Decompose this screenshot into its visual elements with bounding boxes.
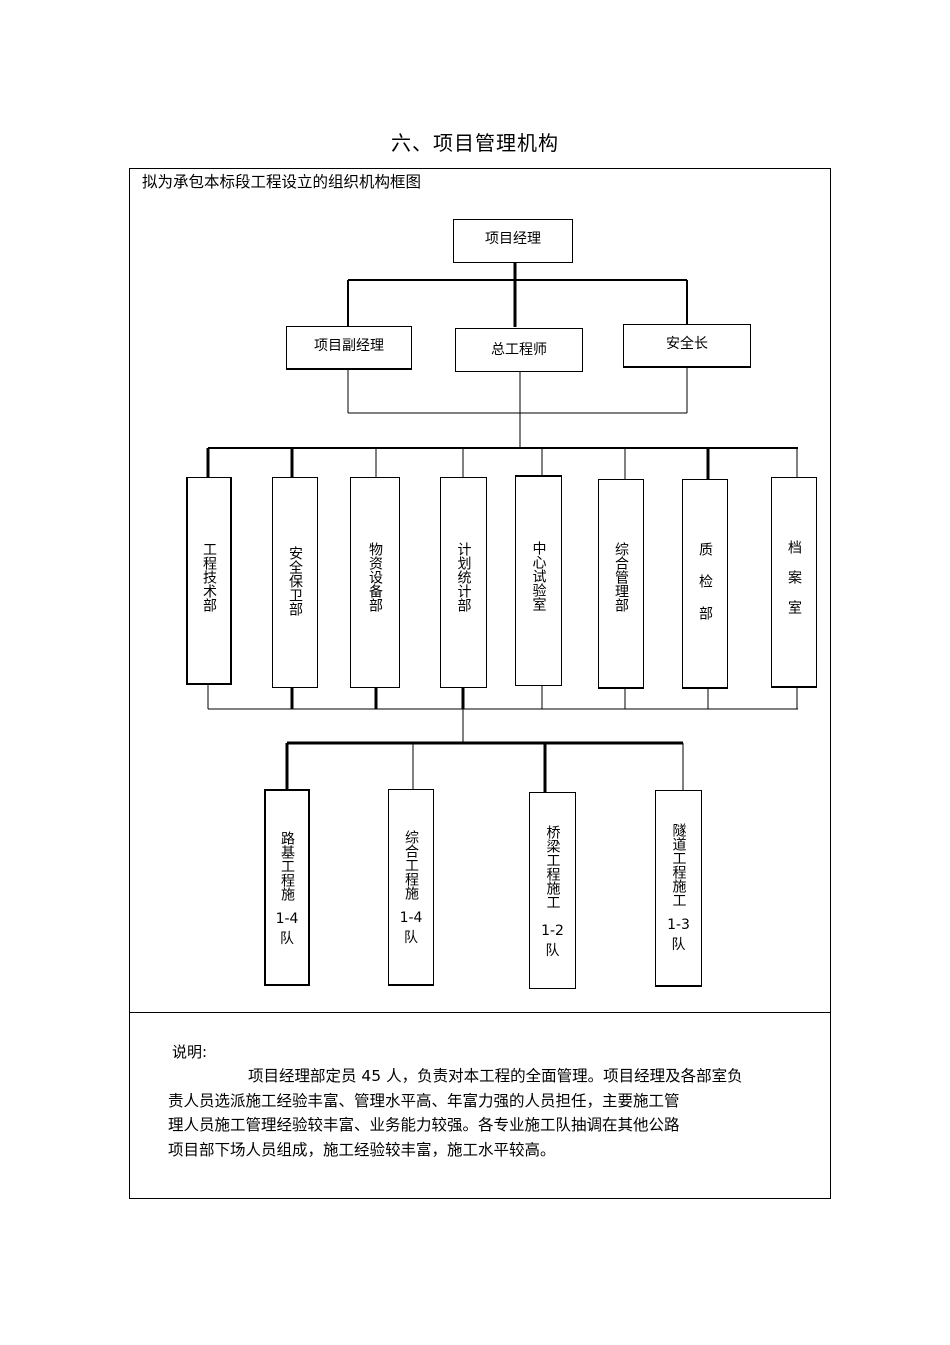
team-bridge-unit: 队 xyxy=(545,943,560,959)
dept-qc-label: 质检部 xyxy=(697,542,713,638)
team-bridge-label: 桥梁工程施工 xyxy=(544,825,561,909)
note-label: 说明: xyxy=(172,1043,208,1061)
team-bridge-box: 桥梁工程施工 1-2 队 xyxy=(529,792,576,989)
team-general-box: 综合工程施 1-4 队 xyxy=(388,789,434,986)
dept-materials-box: 物资设备部 xyxy=(350,477,400,688)
deputy-manager-label: 项目副经理 xyxy=(314,338,384,354)
safety-chief-box: 安全长 xyxy=(623,324,751,368)
team-subgrade-unit: 队 xyxy=(280,931,294,947)
team-tunnel-unit: 队 xyxy=(671,937,686,953)
team-subgrade-box: 路基工程施 1-4 队 xyxy=(264,789,310,986)
project-manager-box: 项目经理 xyxy=(453,219,573,263)
team-general-label: 综合工程施 xyxy=(403,830,419,900)
dept-security-box: 安全保卫部 xyxy=(272,477,318,688)
team-tunnel-count: 1-3 xyxy=(667,917,690,933)
team-general-count: 1-4 xyxy=(399,910,423,926)
dept-admin-label: 综合管理部 xyxy=(613,542,629,612)
dept-archive-label: 档案室 xyxy=(786,540,802,630)
dept-engineering-label: 工程技术部 xyxy=(201,542,217,612)
chief-engineer-label: 总工程师 xyxy=(491,342,547,358)
safety-chief-label: 安全长 xyxy=(666,336,708,352)
team-tunnel-text: 隧道工程施工 1-3 队 xyxy=(667,823,690,985)
page-title: 六、项目管理机构 xyxy=(391,131,559,155)
dept-security-label: 安全保卫部 xyxy=(287,546,303,616)
dept-archive-box: 档案室 xyxy=(771,477,817,688)
note-line: 理人员施工管理经验较丰富、业务能力较强。各专业施工队抽调在其他公路 xyxy=(168,1116,680,1134)
team-tunnel-label: 隧道工程施工 xyxy=(670,823,687,907)
note-paragraph: 项目经理部定员 45 人，负责对本工程的全面管理。项目经理及各部室负 责人员选派… xyxy=(168,1064,808,1162)
team-general-text: 综合工程施 1-4 队 xyxy=(400,830,423,984)
team-bridge-text: 桥梁工程施工 1-2 队 xyxy=(541,825,564,988)
team-subgrade-count: 1-4 xyxy=(275,911,299,927)
table-border-right xyxy=(830,168,831,1199)
note-line: 项目经理部定员 45 人，负责对本工程的全面管理。项目经理及各部室负 xyxy=(248,1067,743,1085)
dept-admin-box: 综合管理部 xyxy=(598,479,644,689)
chart-caption: 拟为承包本标段工程设立的组织机构框图 xyxy=(142,173,422,191)
team-subgrade-text: 路基工程施 1-4 队 xyxy=(276,831,299,984)
table-divider xyxy=(129,1012,831,1013)
team-bridge-count: 1-2 xyxy=(541,923,564,939)
table-border-top xyxy=(129,168,831,169)
table-border-bottom xyxy=(129,1198,831,1199)
team-general-unit: 队 xyxy=(404,930,418,946)
project-manager-label: 项目经理 xyxy=(485,231,541,247)
team-subgrade-label: 路基工程施 xyxy=(279,831,295,901)
dept-planning-label: 计划统计部 xyxy=(455,542,472,612)
dept-lab-label: 中心试验室 xyxy=(530,541,547,611)
dept-materials-label: 物资设备部 xyxy=(367,542,383,612)
chief-engineer-box: 总工程师 xyxy=(455,328,583,372)
dept-qc-box: 质检部 xyxy=(682,479,728,689)
team-tunnel-box: 隧道工程施工 1-3 队 xyxy=(655,790,702,987)
table-border-left xyxy=(129,168,130,1199)
dept-planning-box: 计划统计部 xyxy=(440,477,487,688)
deputy-manager-box: 项目副经理 xyxy=(286,326,412,370)
note-line: 项目部下场人员组成，施工经验较丰富，施工水平较高。 xyxy=(168,1140,556,1159)
note-line: 责人员选派施工经验丰富、管理水平高、年富力强的人员担任，主要施工管 xyxy=(168,1091,680,1110)
dept-engineering-box: 工程技术部 xyxy=(186,477,232,685)
dept-lab-box: 中心试验室 xyxy=(515,475,562,686)
